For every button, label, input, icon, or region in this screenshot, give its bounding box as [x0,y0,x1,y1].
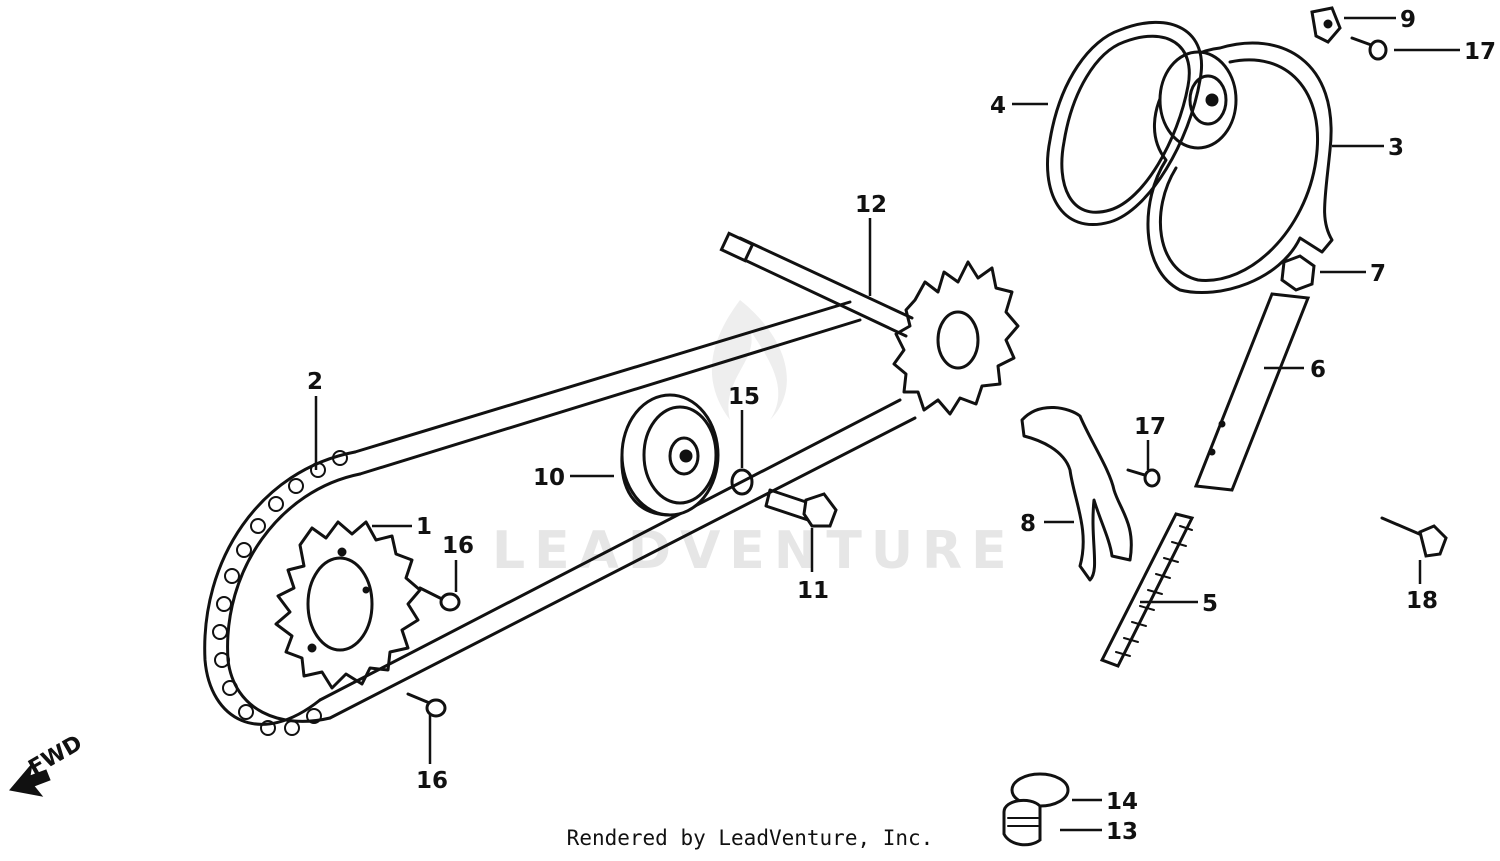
callout-13: 13 [1106,819,1138,845]
chain-case-bolt [406,692,447,718]
arrow-down-left-icon [9,762,51,797]
callout-2: 2 [307,369,323,395]
callout-18: 18 [1406,588,1438,614]
callout-12: 12 [855,192,887,218]
callout-17a: 17 [1464,39,1496,65]
fwd-indicator: FWD [9,731,87,797]
tensioner-nut [1280,254,1316,292]
drive-sprocket [274,520,422,690]
leader-lines [314,16,1460,832]
drive-chain [203,300,917,736]
callout-1: 1 [416,514,432,540]
callout-14: 14 [1106,789,1138,815]
callout-10: 10 [533,465,565,491]
watermark: LEADVENTURE [492,300,1016,581]
callout-16a: 16 [442,533,474,559]
tensioner-bracket [1020,405,1133,582]
callout-8: 8 [1020,511,1036,537]
footer-credit: Rendered by LeadVenture, Inc. [566,826,934,850]
tensioner-arm [1146,41,1334,295]
driven-sprocket-axle [719,231,1020,416]
callout-16b: 16 [416,768,448,794]
callout-17b: 17 [1134,414,1166,440]
bracket-bolt [1126,468,1161,488]
callout-5: 5 [1202,591,1218,617]
watermark-text: LEADVENTURE [492,521,1016,581]
callout-7: 7 [1370,261,1386,287]
chain-roller [620,393,720,517]
washer [730,468,754,496]
callout-4: 4 [990,93,1006,119]
fwd-label: FWD [25,731,87,781]
tensioner-push-rod [1193,292,1311,492]
callout-15: 15 [728,384,760,410]
sprocket-bolt [418,586,461,612]
bracket-bolt-long [1380,516,1448,558]
roller-bolt [764,488,838,528]
callout-6: 6 [1310,357,1326,383]
callout-9: 9 [1400,7,1416,33]
tensioner-clip [1310,6,1342,44]
seal-ring [1046,20,1203,226]
callout-11: 11 [797,578,829,604]
tensioner-bolt-top [1350,36,1388,61]
callouts: 1 2 3 4 5 6 7 8 9 10 11 12 13 14 15 16 1… [307,7,1496,845]
callout-3: 3 [1388,135,1404,161]
sealing-plug [1002,772,1070,847]
tensioner-spring [1099,512,1195,668]
flame-logo-icon [711,300,787,420]
